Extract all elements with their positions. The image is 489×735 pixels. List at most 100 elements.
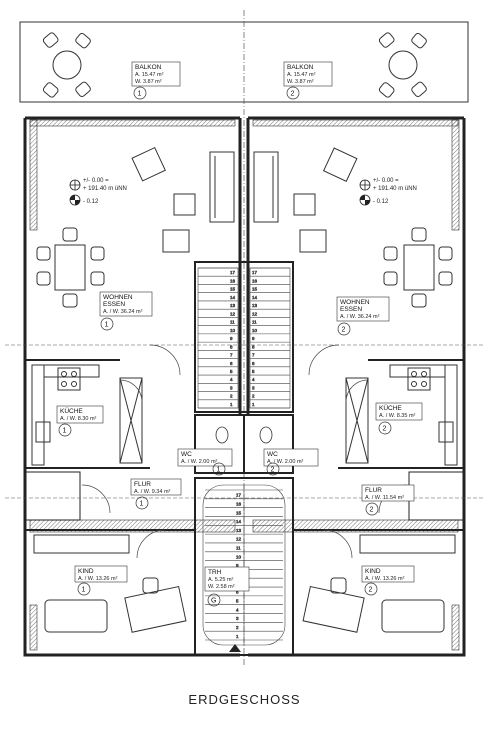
- stair-step-number: 6: [236, 590, 239, 595]
- stair-step-number: 4: [230, 377, 233, 382]
- svg-text:- 0.12: - 0.12: [373, 199, 389, 205]
- svg-text:FLUR: FLUR: [365, 487, 382, 494]
- svg-text:2: 2: [271, 467, 275, 474]
- balcony-table-right: [378, 32, 427, 98]
- svg-text:+ 191.40 m üNN: + 191.40 m üNN: [373, 186, 417, 192]
- stair-step-number: 16: [230, 278, 236, 283]
- svg-text:KIND: KIND: [365, 568, 381, 575]
- stair-step-number: 3: [236, 616, 239, 621]
- svg-text:A. 15.47 m²: A. 15.47 m²: [135, 72, 164, 78]
- stair-step-number: 17: [236, 493, 242, 498]
- stair-step-number: 3: [252, 385, 255, 390]
- stair-step-number: 15: [252, 287, 258, 292]
- kitchen-right: [345, 364, 458, 466]
- entrance-arrow: [229, 644, 241, 652]
- svg-text:+/- 0.00 =: +/- 0.00 =: [83, 178, 109, 184]
- room-label-kind-1: KIND A. / W. 13.26 m² 1: [74, 565, 128, 596]
- stair-step-number: 6: [230, 361, 233, 366]
- svg-text:FLUR: FLUR: [134, 481, 151, 488]
- svg-text:2: 2: [370, 507, 374, 514]
- stair-step-number: 3: [230, 385, 233, 390]
- room-label-trh: TRH A. 5.25 m² W. 2.58 m² G: [204, 566, 250, 607]
- stair-step-number: 16: [252, 278, 258, 283]
- room-label-kind-2: KIND A. / W. 13.26 m² 2: [361, 565, 415, 596]
- svg-text:+/- 0.00 =: +/- 0.00 =: [373, 178, 399, 184]
- svg-text:ESSEN: ESSEN: [340, 306, 362, 313]
- stair-step-number: 2: [252, 394, 255, 399]
- stair-step-number: 11: [252, 320, 257, 325]
- stair-step-number: 14: [236, 519, 242, 524]
- stair-step-number: 5: [252, 369, 255, 374]
- room-label-flur-2: FLUR A. / W. 11.54 m² 2: [361, 484, 415, 516]
- stair-step-number: 4: [252, 377, 255, 382]
- svg-text:G: G: [211, 598, 216, 605]
- svg-text:W. 2.58 m²: W. 2.58 m²: [208, 584, 235, 590]
- wall-hatching: [29, 119, 460, 651]
- stair-step-number: 8: [252, 344, 255, 349]
- room-label-wc-2: WC A. / W. 2.00 m² 2: [263, 448, 319, 476]
- stair-step-number: 15: [230, 287, 236, 292]
- stair-step-number: 13: [230, 303, 236, 308]
- wc-fixtures: [215, 426, 273, 444]
- svg-text:1: 1: [140, 501, 144, 508]
- svg-text:WOHNEN: WOHNEN: [340, 299, 370, 306]
- svg-text:- 0.12: - 0.12: [83, 199, 99, 205]
- room-label-kueche-2: KÜCHE A. / W. 8.35 m² 2: [375, 402, 423, 435]
- svg-text:WC: WC: [181, 451, 192, 458]
- stair-step-number: 6: [252, 361, 255, 366]
- floor-title: ERDGESCHOSS: [188, 692, 301, 707]
- stair-step-number: 1: [230, 402, 233, 407]
- room-label-wohnen-2: WOHNEN ESSEN A. / W. 36.24 m² 2: [336, 296, 390, 336]
- room-label-wc-1: WC A. / W. 2.00 m² 1: [177, 448, 233, 476]
- svg-text:+ 191.40 m üNN: + 191.40 m üNN: [83, 186, 127, 192]
- svg-text:1: 1: [63, 428, 67, 435]
- stair-step-number: 4: [236, 607, 239, 612]
- elevation-marker-2: +/- 0.00 = + 191.40 m üNN - 0.12: [359, 178, 417, 206]
- stair-step-number: 9: [252, 336, 255, 341]
- kids-furniture-right: [302, 534, 456, 633]
- living-furniture-right: [253, 147, 453, 308]
- svg-text:BALKON: BALKON: [287, 64, 314, 71]
- room-label-wohnen-1: WOHNEN ESSEN A. / W. 36.24 m² 1: [99, 291, 153, 331]
- balcony-area: [19, 10, 469, 665]
- svg-text:A. / W. 9.34 m²: A. / W. 9.34 m²: [134, 489, 171, 495]
- stair-step-number: 14: [230, 295, 236, 300]
- svg-text:1: 1: [217, 467, 221, 474]
- stair-step-number: 16: [236, 501, 242, 506]
- stair-step-number: 10: [252, 328, 258, 333]
- stair-step-number: 1: [236, 634, 239, 639]
- stair-step-number: 15: [236, 510, 242, 515]
- svg-text:A. 15.47 m²: A. 15.47 m²: [287, 72, 316, 78]
- svg-text:A. / W. 13.26 m²: A. / W. 13.26 m²: [78, 576, 118, 582]
- svg-text:ESSEN: ESSEN: [103, 301, 125, 308]
- stair-step-number: 8: [230, 344, 233, 349]
- stair-step-number: 14: [252, 295, 258, 300]
- stair-step-number: 11: [230, 320, 235, 325]
- stair-step-number: 9: [230, 336, 233, 341]
- svg-text:W. 3.87 m²: W. 3.87 m²: [287, 79, 314, 85]
- stair-step-number: 10: [230, 328, 236, 333]
- svg-text:A. / W. 2.00 m²: A. / W. 2.00 m²: [181, 459, 218, 465]
- kitchen-left: [31, 364, 143, 466]
- room-label-kueche-1: KÜCHE A. / W. 8.30 m² 1: [56, 405, 104, 437]
- svg-text:A. 5.25 m²: A. 5.25 m²: [208, 577, 234, 583]
- stair-step-number: 9: [236, 563, 239, 568]
- stair-step-number: 12: [230, 311, 236, 316]
- svg-text:2: 2: [383, 426, 387, 433]
- svg-text:2: 2: [369, 587, 373, 594]
- stair-step-number: 13: [236, 528, 242, 533]
- balcony-table-left: [42, 32, 91, 98]
- living-furniture-left: [36, 146, 235, 308]
- room-label-balkon-2: BALKON A. 15.47 m² W. 3.87 m² 2: [283, 61, 333, 100]
- stair-step-number: 7: [230, 353, 233, 358]
- svg-text:A. / W. 8.30 m²: A. / W. 8.30 m²: [60, 416, 97, 422]
- svg-text:1: 1: [105, 322, 109, 329]
- stair-step-number: 12: [236, 537, 242, 542]
- outer-walls: [23, 116, 466, 657]
- stair-step-number: 12: [252, 311, 258, 316]
- svg-text:KÜCHE: KÜCHE: [379, 404, 402, 412]
- svg-text:A. / W. 36.24 m²: A. / W. 36.24 m²: [340, 314, 380, 320]
- stair-step-number: 7: [252, 353, 255, 358]
